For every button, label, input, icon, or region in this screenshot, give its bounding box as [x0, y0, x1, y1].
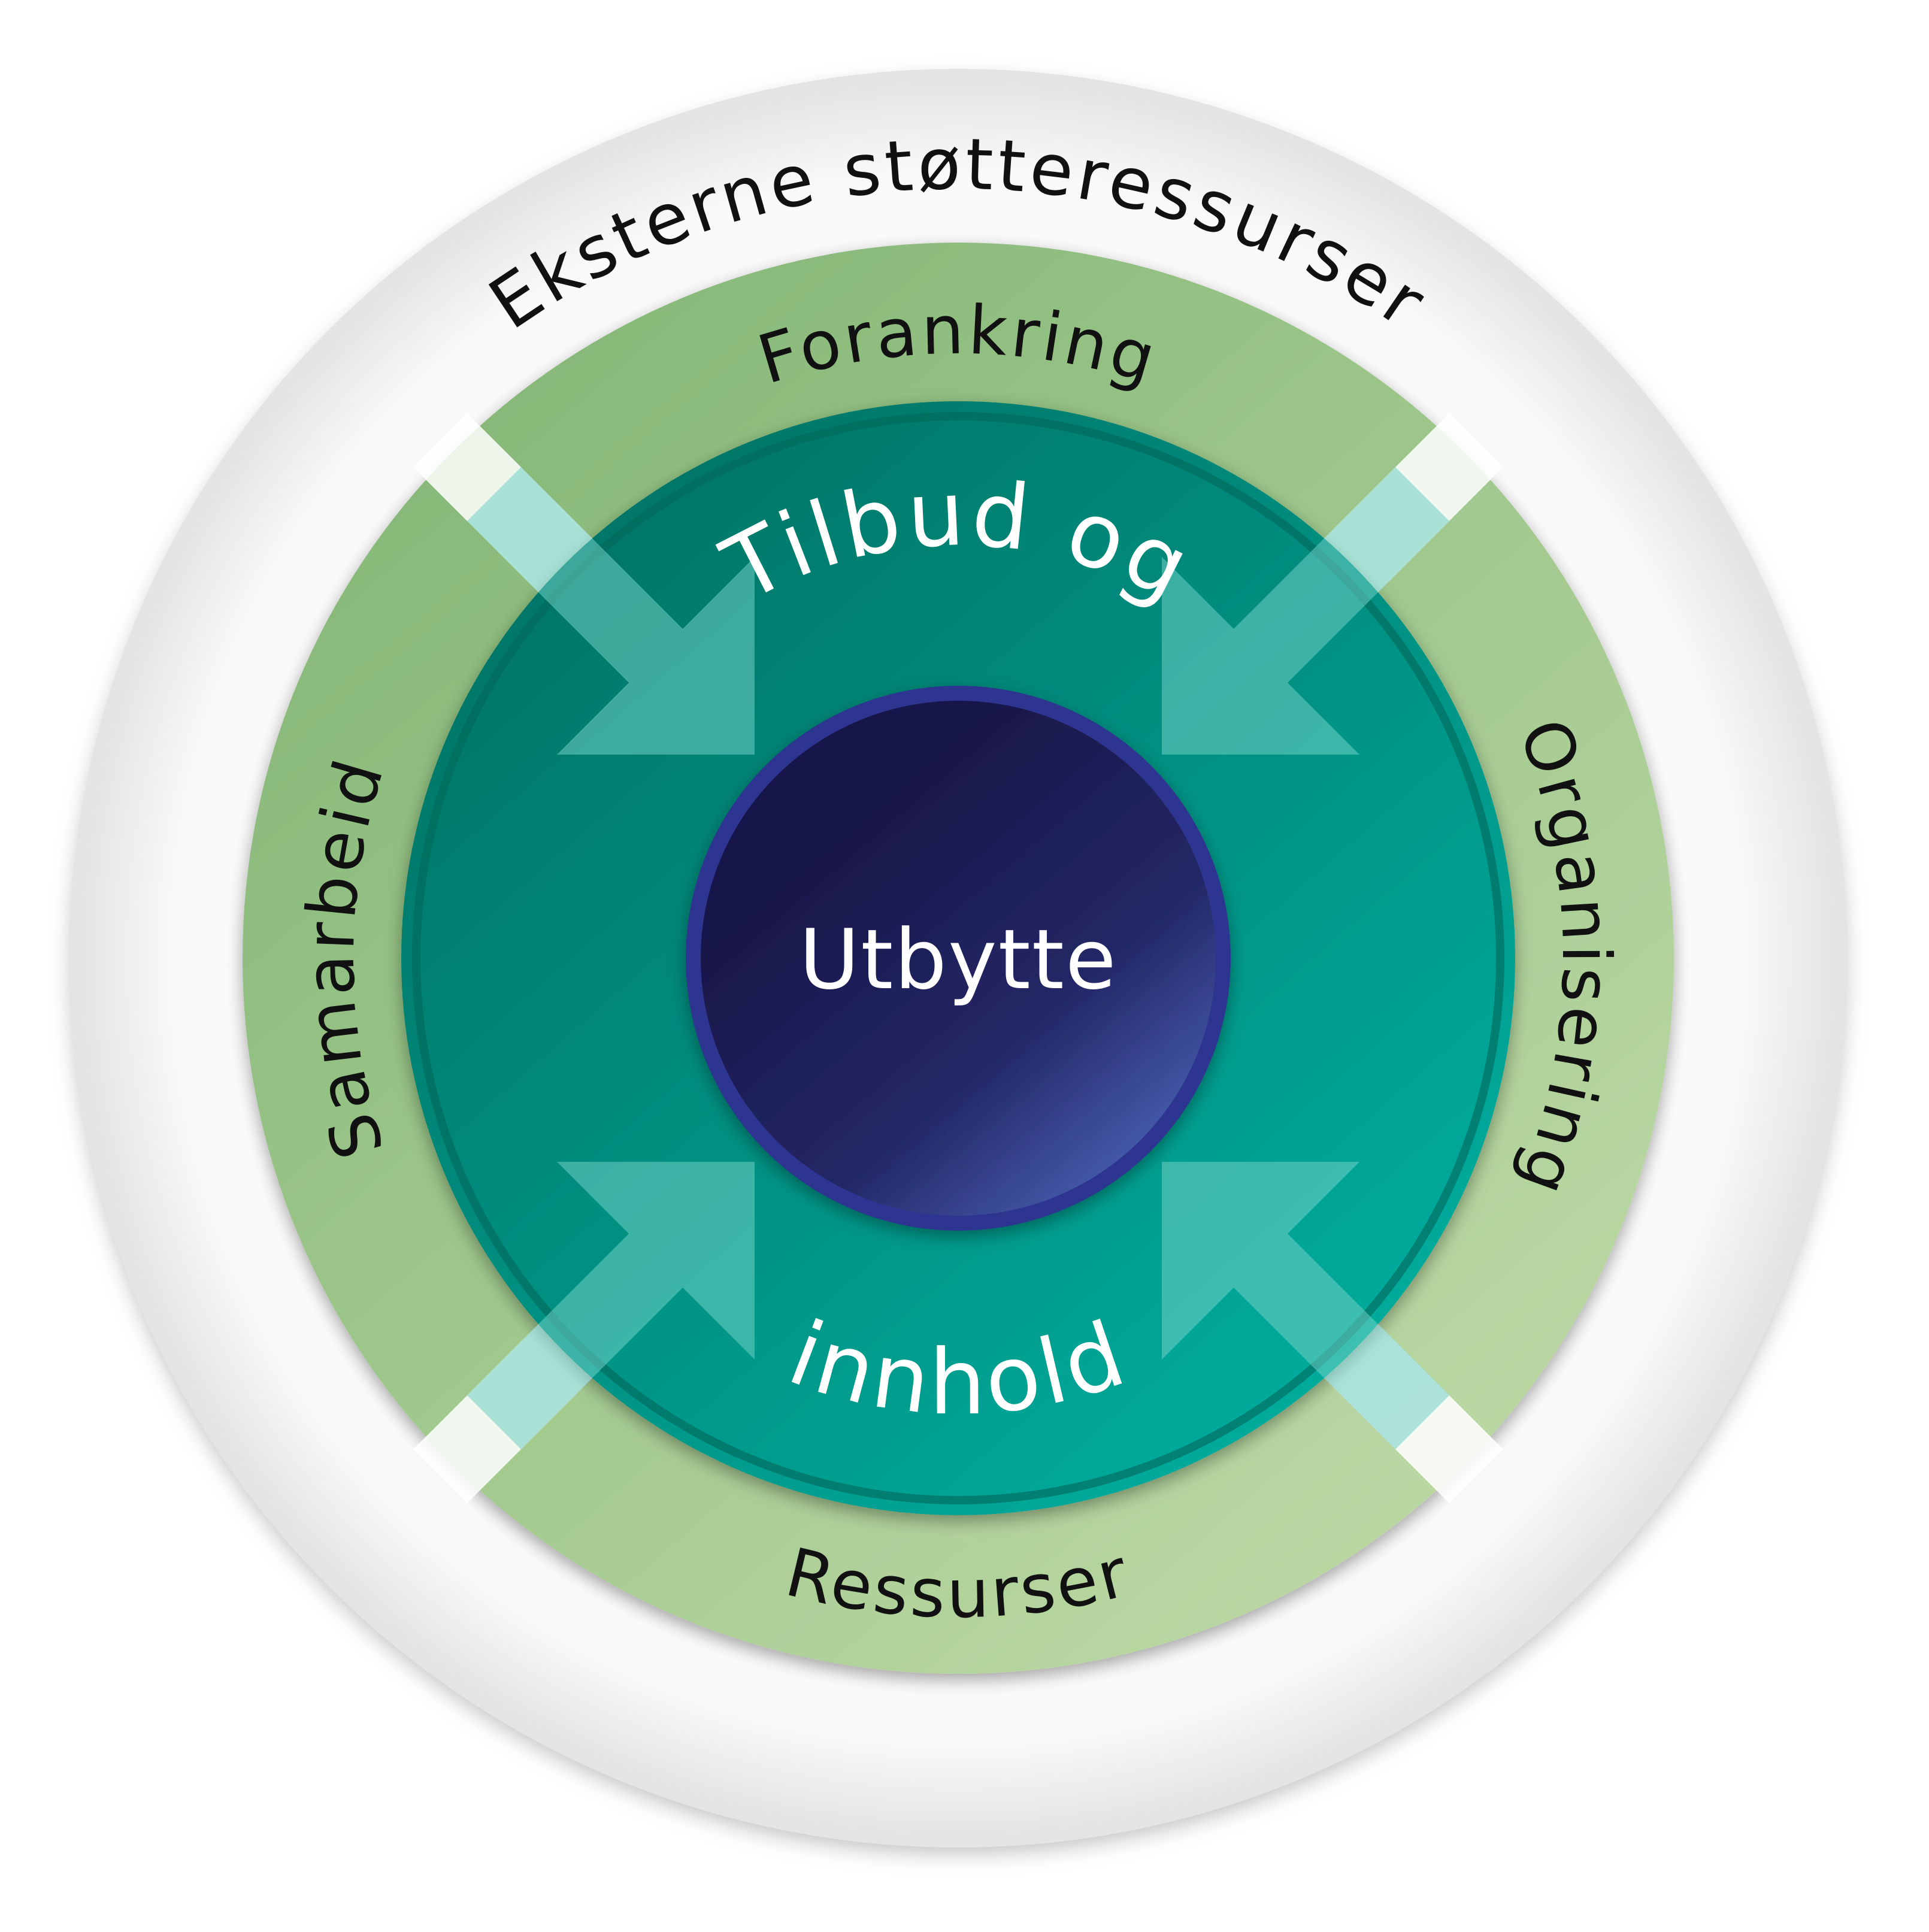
center-label: Utbytte [799, 912, 1118, 1008]
arrow-bottom-left [467, 1162, 755, 1449]
arrows [467, 467, 1449, 1449]
arrow-top-right [1162, 467, 1449, 755]
arrow-top-left [467, 467, 755, 755]
center-circle [686, 686, 1231, 1231]
arrow-bottom-right [1162, 1162, 1449, 1449]
